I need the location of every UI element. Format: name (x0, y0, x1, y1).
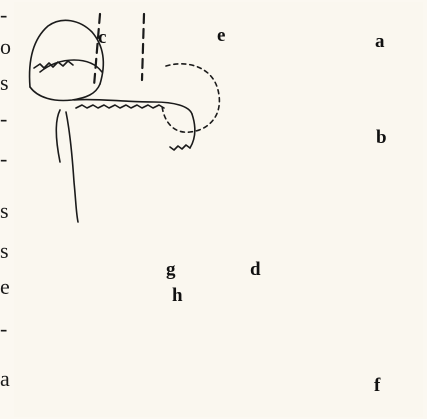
edge-char: a (0, 368, 14, 390)
figure-label-b: b (376, 128, 387, 147)
figure-label-c: c (98, 28, 106, 47)
edge-char: - (0, 4, 14, 26)
botanical-illustration-plate: c e a b g h d f (14, 2, 423, 417)
edge-char: s (0, 240, 14, 262)
edge-char: o (0, 36, 14, 58)
edge-char: - (0, 108, 14, 130)
figure-label-a: a (375, 32, 385, 51)
edge-char: s (0, 72, 14, 94)
edge-char: - (0, 318, 14, 340)
edge-char: - (0, 148, 14, 170)
edge-char: e (0, 276, 14, 298)
figure-label-h: h (172, 286, 183, 305)
botanical-drawing (14, 2, 423, 417)
figure-c-bud-drawing (30, 14, 220, 222)
edge-char: s (0, 200, 14, 222)
figure-label-f: f (374, 376, 380, 395)
figure-label-d: d (250, 260, 261, 279)
figure-label-g: g (166, 260, 176, 279)
cropped-text-column: - o s - - s s e - a (0, 0, 14, 419)
figure-label-e: e (217, 26, 225, 45)
